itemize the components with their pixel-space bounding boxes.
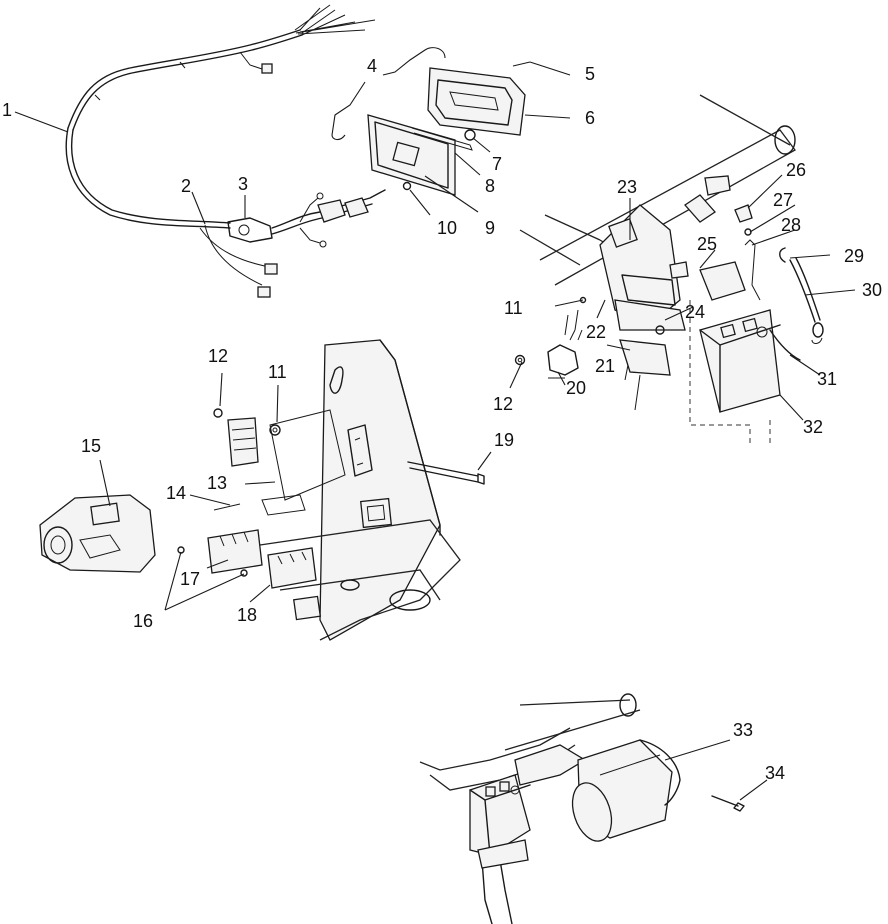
callout-17: 17	[180, 569, 200, 589]
callout-11a: 11	[504, 298, 523, 318]
callout-12a: 12	[493, 394, 513, 414]
callout-27: 27	[773, 190, 793, 210]
callout-31: 31	[817, 369, 837, 389]
leader-lines	[14, 47, 856, 801]
callout-labels: 1 2 3 4 5 6 7 8 9 10 11 12 12 11 13 14 1…	[2, 56, 882, 783]
callout-30: 30	[862, 280, 882, 300]
callout-23: 23	[617, 177, 637, 197]
callout-3: 3	[238, 174, 248, 194]
starter-motor-assembly	[419, 693, 745, 924]
callout-13: 13	[207, 473, 227, 493]
callout-7: 7	[492, 154, 502, 174]
callout-32: 32	[803, 417, 823, 437]
callout-11: 11	[268, 362, 287, 382]
callout-21: 21	[595, 356, 615, 376]
callout-20: 20	[566, 378, 586, 398]
callout-9: 9	[485, 218, 495, 238]
callout-34: 34	[765, 763, 785, 783]
callout-5: 5	[585, 64, 595, 84]
callout-4: 4	[367, 56, 377, 76]
callout-6: 6	[585, 108, 595, 128]
callout-16: 16	[133, 611, 153, 631]
callout-28: 28	[781, 215, 801, 235]
electrical-panel	[177, 339, 485, 641]
callout-12: 12	[208, 346, 228, 366]
battery-box-assembly	[514, 94, 824, 445]
tail-light-assembly	[367, 61, 531, 196]
callout-22: 22	[586, 322, 606, 342]
callout-33: 33	[733, 720, 753, 740]
callout-18: 18	[237, 605, 257, 625]
callout-10: 10	[437, 218, 457, 238]
callout-14: 14	[166, 483, 186, 503]
wire-harness	[65, 4, 386, 298]
callout-24: 24	[685, 302, 705, 322]
handlebar-housing	[39, 494, 156, 573]
callout-29: 29	[844, 246, 864, 266]
callout-25: 25	[697, 234, 717, 254]
callout-8: 8	[485, 176, 495, 196]
callout-15: 15	[81, 436, 101, 456]
callout-1: 1	[2, 100, 12, 120]
callout-19: 19	[494, 430, 514, 450]
callout-2: 2	[181, 176, 191, 196]
callout-26: 26	[786, 160, 806, 180]
